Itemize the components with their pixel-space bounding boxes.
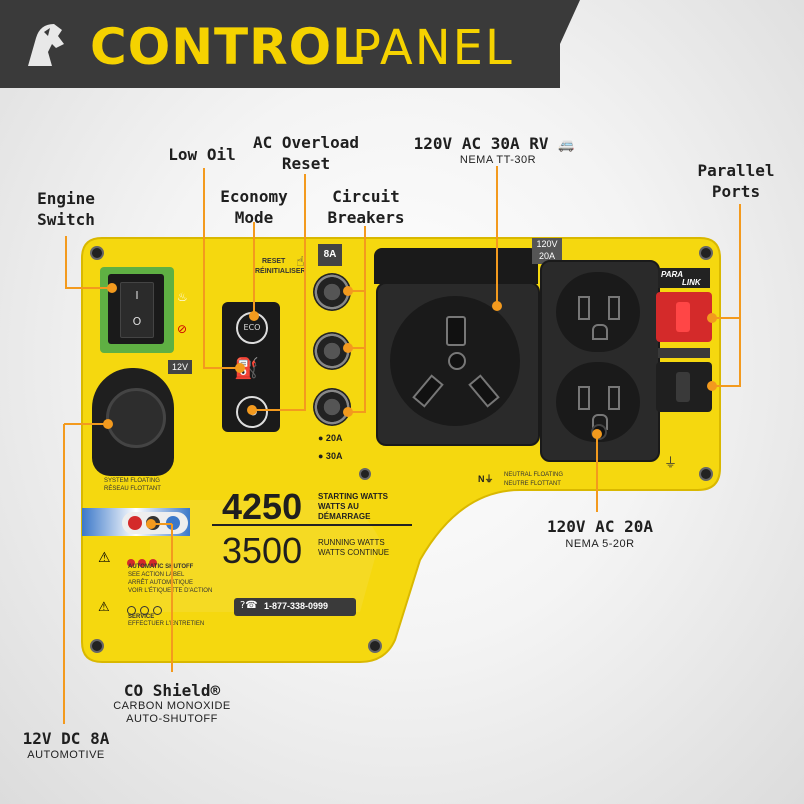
breaker-rating-badge: 8A — [318, 244, 342, 266]
callout-dc12: 12V DC 8A — [22, 729, 110, 748]
dc-socket[interactable] — [106, 388, 166, 448]
callout-circuit-breakers: Circuit Breakers — [327, 187, 405, 227]
paralink-link: LINK — [682, 278, 701, 287]
rating-120v-20a-badge: 120V 20A — [532, 238, 562, 264]
auto-shutoff-fr-sub: VOIR L'ÉTIQUETTE D'ACTION — [128, 588, 213, 594]
starting-watts-label-1: STARTING WATTS — [318, 492, 388, 501]
callout-ac20: 120V AC 20A — [547, 517, 653, 536]
auto-shutoff-fr: ARRÊT AUTOMATIQUE — [128, 580, 194, 586]
breaker-30a[interactable] — [313, 388, 351, 426]
callout-co-shield: CO Shield® — [123, 681, 221, 700]
system-floating-label-fr: RÉSEAU FLOTTANT — [104, 486, 161, 492]
parallel-port-red[interactable] — [656, 292, 712, 342]
starting-watts-label: STARTING WATTS WATTS AU DÉMARRAGE — [318, 492, 388, 522]
running-watts-label-1: RUNNING WATTS — [318, 538, 385, 547]
help-phone-icon: ?☎ — [240, 600, 258, 611]
reset-label: RESET — [262, 258, 286, 265]
paralink-badge: PARA LINK — [658, 268, 710, 288]
rv-outlet-30a[interactable] — [390, 296, 520, 426]
fuel-off-icon: ⊘ — [177, 322, 188, 336]
callout-low-oil: Low Oil — [168, 145, 236, 164]
page-title-light: PANEL — [352, 20, 514, 76]
phone-badge: ?☎ 1-877-338-0999 — [234, 598, 356, 616]
auto-shutoff-sub: SEE ACTION LABEL — [128, 572, 185, 578]
running-watts-value: 3500 — [222, 530, 303, 571]
callout-ac20-sub: NEMA 5-20R — [565, 538, 635, 550]
twelve-v-badge: 12V — [168, 360, 192, 374]
breaker-30a-label: ● 30A — [318, 451, 343, 461]
auto-shutoff-label: AUTOMATIC SHUTOFF — [128, 564, 194, 570]
rating-120v-label: 120V — [536, 239, 558, 249]
rv-camper-icon: 🚐 — [558, 138, 575, 153]
phone-number: 1-877-338-0999 — [264, 601, 329, 611]
header-banner-edge — [540, 0, 580, 88]
neutral-floating-label-fr: NEUTRE FLOTTANT — [504, 481, 561, 487]
service-warning-icon: ⚠ — [98, 600, 110, 615]
rating-20a-label: 20A — [538, 251, 555, 261]
parallel-icon-strip — [658, 348, 710, 358]
callout-economy-mode: Economy Mode — [220, 187, 288, 227]
parallel-port-black[interactable] — [656, 362, 712, 412]
callout-engine-switch: Engine Switch — [37, 189, 95, 229]
page-title-bold: CONTROL — [90, 18, 366, 76]
starting-watts-label-3: DÉMARRAGE — [318, 512, 371, 521]
outlet-20a-top[interactable] — [556, 272, 640, 352]
callout-rv-outlet-text: 120V AC 30A RV — [413, 134, 549, 153]
neutral-floating-label: NEUTRAL FLOATING — [504, 472, 564, 478]
watts-divider — [212, 524, 412, 526]
auto-shutoff-lights — [127, 552, 163, 567]
system-floating-label: SYSTEM FLOATING — [104, 478, 160, 484]
champion-horse-head-icon — [28, 24, 64, 66]
service-label-fr: EFFECTUER L'ENTRETIEN — [128, 621, 205, 627]
fuel-on-icon: ♨ — [177, 290, 188, 304]
paralink-para: PARA — [661, 270, 684, 279]
callout-dc12-sub: AUTOMOTIVE — [27, 749, 105, 761]
starting-watts-label-2: WATTS AU — [318, 502, 359, 511]
callout-co-shield-sub1: CARBON MONOXIDE — [113, 700, 231, 712]
reset-label-fr: RÉINITIALISER — [255, 268, 306, 275]
ground-icon: ⏚ — [664, 456, 678, 471]
rv-outlet-cover-hinge — [374, 248, 538, 284]
co-warning-icon: ⚠ — [98, 550, 111, 566]
running-watts-label-2: WATTS CONTINUE — [318, 548, 390, 557]
reset-hand-icon: ☝ — [296, 254, 305, 270]
neutral-icon: N⏚ — [478, 474, 494, 484]
starting-watts-value: 4250 — [222, 486, 303, 527]
breaker-20a-label: ● 20A — [318, 433, 343, 443]
callout-ac-overload-reset: AC Overload Reset — [253, 133, 359, 173]
callout-rv-outlet: 120V AC 30A RV 🚐 — [412, 133, 576, 156]
callout-rv-outlet-sub: NEMA TT-30R — [459, 154, 537, 166]
running-watts-label: RUNNING WATTS WATTS CONTINUE — [318, 538, 389, 558]
header-banner — [0, 0, 560, 88]
callout-co-shield-sub2: AUTO-SHUTOFF — [126, 713, 218, 725]
callout-parallel-ports: Parallel Ports — [697, 161, 775, 201]
service-label: SERVICE — [128, 614, 155, 620]
service-lights — [127, 600, 173, 615]
